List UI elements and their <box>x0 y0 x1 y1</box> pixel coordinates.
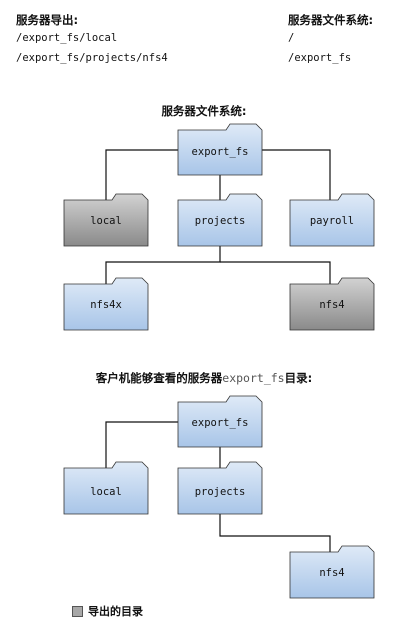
legend-label: 导出的目录 <box>88 605 143 618</box>
folder-nfs4-2-label: nfs4 <box>319 567 344 579</box>
diagram2-title: 客户机能够查看的服务器export_fs目录: <box>0 370 408 386</box>
folder-projects-1: projects <box>177 193 263 247</box>
folder-projects-2: projects <box>177 461 263 515</box>
folder-projects-2-label: projects <box>195 486 246 498</box>
folder-nfs4-2: nfs4 <box>289 545 375 599</box>
folder-local-2: local <box>63 461 149 515</box>
diagram2-title-suffix: 目录: <box>284 371 313 385</box>
diagram2-connectors <box>105 421 331 552</box>
export-path-nfs4: /export_fs/projects/nfs4 <box>16 52 168 64</box>
folder-export-fs-1: export_fs <box>177 123 263 176</box>
diagram1-title: 服务器文件系统: <box>161 104 247 118</box>
server-fs-title: 服务器文件系统: <box>288 13 374 27</box>
folder-export-fs-2: export_fs <box>177 395 263 448</box>
diagram2-title-prefix: 客户机能够查看的服务器 <box>95 371 223 385</box>
legend-swatch <box>72 606 83 617</box>
folder-nfs4x-1-label: nfs4x <box>90 299 122 311</box>
folder-nfs4-1: nfs4 <box>289 277 375 331</box>
export-path-local: /export_fs/local <box>16 32 118 44</box>
folder-local-1: local <box>63 193 149 247</box>
fs-path-export: /export_fs <box>288 52 352 64</box>
diagram1-connectors <box>105 149 331 284</box>
folder-nfs4-1-label: nfs4 <box>319 299 344 311</box>
server-exports-title: 服务器导出: <box>16 13 79 27</box>
folder-payroll-1-label: payroll <box>310 215 354 227</box>
folder-projects-1-label: projects <box>195 215 246 227</box>
folder-export-fs-2-label: export_fs <box>192 417 249 429</box>
folder-payroll-1: payroll <box>289 193 375 247</box>
fs-path-root: / <box>288 32 295 44</box>
folder-local-2-label: local <box>90 486 122 498</box>
folder-local-1-label: local <box>90 215 122 227</box>
folder-nfs4x-1: nfs4x <box>63 277 149 331</box>
diagram2-title-code: export_fs <box>222 371 285 385</box>
folder-export-fs-1-label: export_fs <box>192 146 249 158</box>
